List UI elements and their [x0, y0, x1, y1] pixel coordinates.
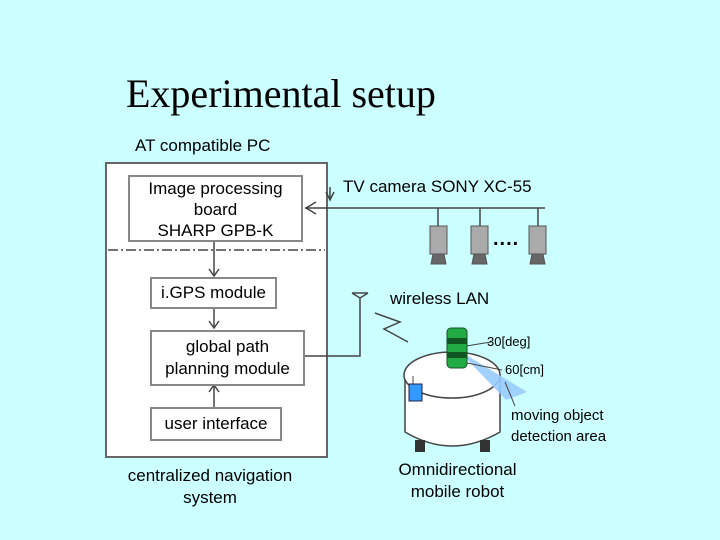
planner-line-1: global path: [185, 337, 270, 356]
user-interface-module: user interface: [150, 407, 282, 441]
system-caption-line-2: system: [183, 488, 237, 507]
detection-area-label: moving object detection area: [511, 405, 606, 447]
detection-line-1: moving object: [511, 407, 604, 424]
board-line-1: Image processing: [148, 179, 283, 198]
board-line-2: board: [193, 200, 238, 219]
planner-line-2: planning module: [165, 359, 290, 378]
camera-icon: [528, 225, 547, 265]
robot-icon: [403, 327, 527, 452]
antenna-icon: [351, 292, 369, 299]
board-line-3: SHARP GPB-K: [157, 221, 274, 240]
camera-icon: [429, 225, 448, 265]
robot-caption-line-2: mobile robot: [410, 482, 505, 501]
image-processing-board: Image processing board SHARP GPB-K: [128, 175, 303, 242]
system-caption-line-1: centralized navigation: [127, 466, 293, 485]
sensor-range: 60[cm]: [505, 362, 545, 377]
slide-title: Experimental setup: [126, 71, 436, 116]
detection-line-2: detection area: [511, 428, 607, 445]
igps-module: i.GPS module: [150, 277, 277, 309]
wireless-label: wireless LAN: [390, 289, 490, 308]
camera-ellipsis: ....: [493, 228, 520, 250]
detection-beam: [458, 350, 527, 400]
camera-label: TV camera SONY XC-55: [343, 177, 532, 196]
ui-label: user interface: [164, 414, 268, 433]
radio-signal-icon: [374, 312, 409, 343]
omni-sensor-icon: [446, 327, 468, 369]
pc-label: AT compatible PC: [135, 136, 271, 155]
path-planning-module: global path planning module: [150, 330, 305, 386]
wireless-link: [305, 298, 361, 357]
system-caption: centralized navigation system: [105, 465, 315, 509]
camera-icon: [470, 225, 489, 265]
robot-caption: Omnidirectional mobile robot: [380, 459, 535, 503]
igps-label: i.GPS module: [161, 283, 266, 302]
sensor-angle: 30[deg]: [487, 334, 531, 349]
robot-caption-line-1: Omnidirectional: [398, 460, 517, 479]
